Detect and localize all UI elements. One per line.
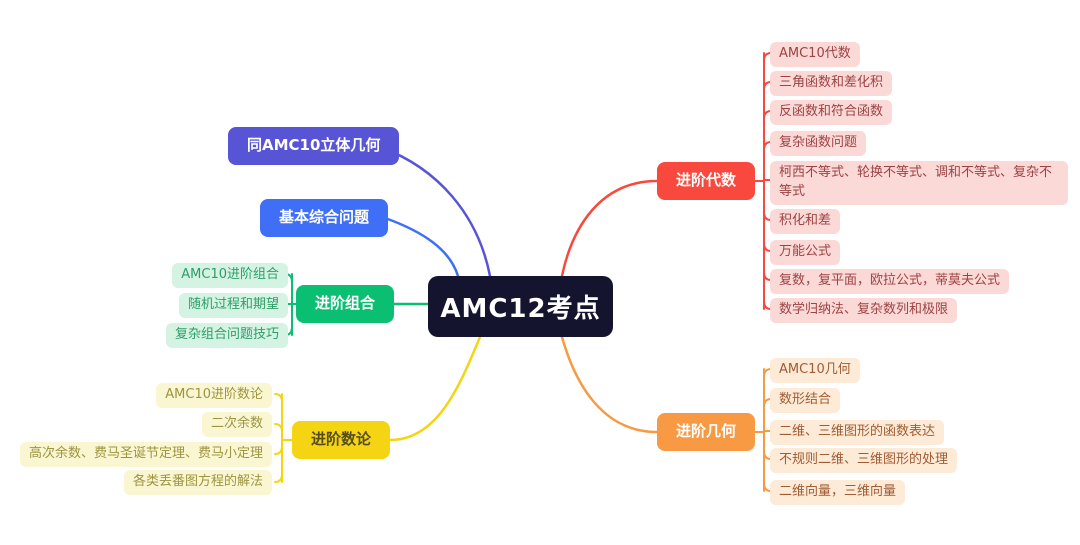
subtopic-random-process-expectation[interactable]: 随机过程和期望 [178,293,288,318]
edge-basic-comprehensive [383,216,460,278]
subtopic-amc10-advanced-number-theory[interactable]: AMC10进阶数论 [156,383,272,408]
branch-advanced-combinatorics[interactable]: 进阶组合 [296,285,395,323]
subtopic-amc10-advanced-combinatorics[interactable]: AMC10进阶组合 [172,263,288,288]
root-topic[interactable]: AMC12考点 [428,276,613,337]
subtopic-amc10-algebra[interactable]: AMC10代数 [770,42,860,67]
subtopic-irregular-2d-3d-shapes[interactable]: 不规则二维、三维图形的处理 [770,448,958,473]
subtopic-complex-numbers-euler-demoivre[interactable]: 复数，复平面，欧拉公式，蒂莫夫公式 [770,269,1010,294]
subtopic-product-sum-conversion[interactable]: 积化和差 [770,209,841,234]
subtopic-complex-function-problems[interactable]: 复杂函数问题 [770,131,867,156]
edge-advanced-algebra [560,179,659,278]
bracket-advanced-geometry [752,368,772,492]
branch-advanced-number-theory[interactable]: 进阶数论 [292,421,391,459]
subtopic-trig-product-to-sum[interactable]: 三角函数和差化积 [770,71,893,96]
branch-basic-comprehensive[interactable]: 基本综合问题 [260,199,389,237]
subtopic-amc10-geometry[interactable]: AMC10几何 [770,358,860,383]
subtopic-number-shape-combination[interactable]: 数形结合 [770,388,841,413]
subtopic-quadratic-residue[interactable]: 二次余数 [201,412,272,437]
edge-advanced-geometry [560,335,659,434]
branch-advanced-geometry[interactable]: 进阶几何 [657,413,756,451]
subtopic-inverse-composite-functions[interactable]: 反函数和符合函数 [770,100,893,125]
subtopic-complex-combinatorics-techniques[interactable]: 复杂组合问题技巧 [165,323,288,348]
bracket-advanced-number-theory [274,393,293,483]
subtopic-2d-3d-vectors[interactable]: 二维向量，三维向量 [770,480,906,505]
subtopic-universal-formula[interactable]: 万能公式 [770,240,841,265]
subtopic-2d-3d-function-representation[interactable]: 二维、三维图形的函数表达 [770,420,945,445]
subtopic-induction-sequences-limits[interactable]: 数学归纳法、复杂数列和极限 [770,298,958,323]
subtopic-inequalities[interactable]: 柯西不等式、轮换不等式、调和不等式、复杂不等式 [770,161,1068,205]
bracket-advanced-combinatorics [284,273,297,336]
branch-solid-geometry[interactable]: 同AMC10立体几何 [228,127,400,165]
subtopic-higher-residue-fermat-theorems[interactable]: 高次余数、费马圣诞节定理、费马小定理 [19,442,272,467]
branch-advanced-algebra[interactable]: 进阶代数 [657,162,756,200]
edge-advanced-number-theory [388,335,482,442]
subtopic-diophantine-equations[interactable]: 各类丢番图方程的解法 [123,470,272,495]
bracket-advanced-algebra [752,52,772,310]
edge-solid-geometry [378,145,492,278]
